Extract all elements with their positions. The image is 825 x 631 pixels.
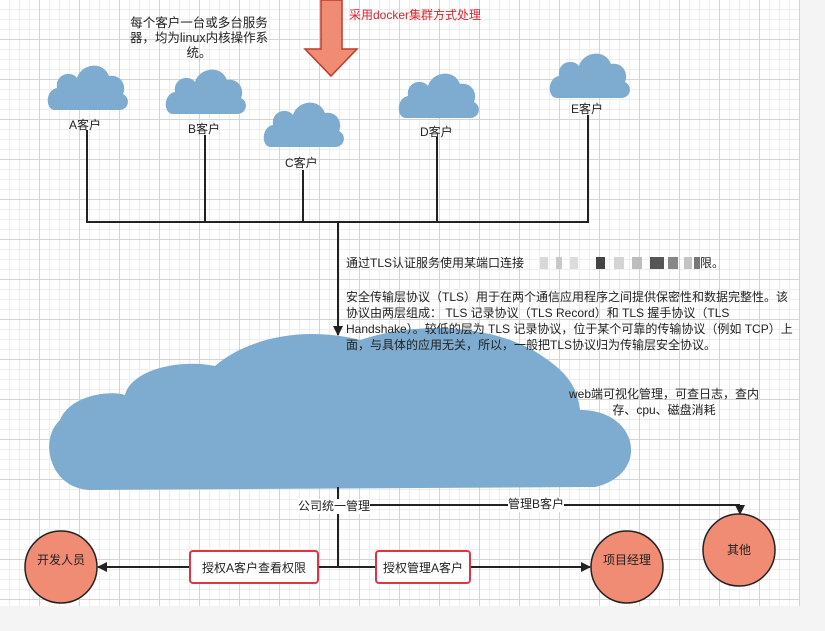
server-note: 每个客户一台或多台服务器，均为linux内核操作系统。 <box>129 16 269 60</box>
auth-manage-a-box: 授权管理A客户 <box>375 550 471 584</box>
developer-label: 开发人员 <box>37 553 86 567</box>
project-manager-node <box>590 530 664 604</box>
cloud-icon-d <box>398 73 479 118</box>
web-management-note: web端可视化管理，可查日志，查内存、cpu、磁盘消耗 <box>568 387 759 417</box>
cloud-icon-a <box>47 65 128 110</box>
other-label: 其他 <box>726 543 751 557</box>
redacted-block <box>596 257 605 269</box>
canvas-margin-bottom <box>0 606 825 631</box>
canvas-margin-right <box>800 0 825 631</box>
cloud-icon-e <box>549 53 630 98</box>
cloud-icon-b <box>165 69 246 114</box>
redacted-block <box>684 257 692 269</box>
redacted-block <box>540 257 548 269</box>
redacted-block <box>632 257 642 269</box>
cloud-icon-c <box>263 102 344 147</box>
other-node <box>702 513 776 587</box>
docker-label: 采用docker集群方式处理 <box>349 8 482 22</box>
tls-description: 安全传输层协议（TLS）用于在两个通信应用程序之间提供保密性和数据完整性。该协议… <box>346 290 793 352</box>
redacted-block <box>668 257 678 269</box>
developer-node <box>24 530 98 604</box>
diagram-canvas <box>0 0 800 606</box>
client-label-e: E客户 <box>571 102 604 116</box>
client-label-d: D客户 <box>420 125 453 139</box>
tls-connect-text: 通过TLS认证服务使用某端口连接 <box>346 256 525 270</box>
client-label-b: B客户 <box>188 122 221 136</box>
auth-a-view-box: 授权A客户查看权限 <box>189 550 319 584</box>
redacted-block <box>570 257 578 269</box>
docker-down-arrow <box>303 0 359 78</box>
redacted-block <box>614 257 624 269</box>
tls-connect-tail: 限。 <box>700 256 725 270</box>
redacted-block <box>694 257 700 269</box>
central-cloud <box>49 328 632 490</box>
client-label-c: C客户 <box>285 156 318 170</box>
project-manager-label: 项目经理 <box>603 553 652 567</box>
company-manage-label: 公司统一管理 <box>298 499 371 514</box>
manage-b-label: 管理B客户 <box>508 497 565 512</box>
client-connectors <box>86 115 589 336</box>
client-label-a: A客户 <box>69 118 102 132</box>
redacted-block <box>650 257 664 269</box>
redacted-block <box>556 257 562 269</box>
